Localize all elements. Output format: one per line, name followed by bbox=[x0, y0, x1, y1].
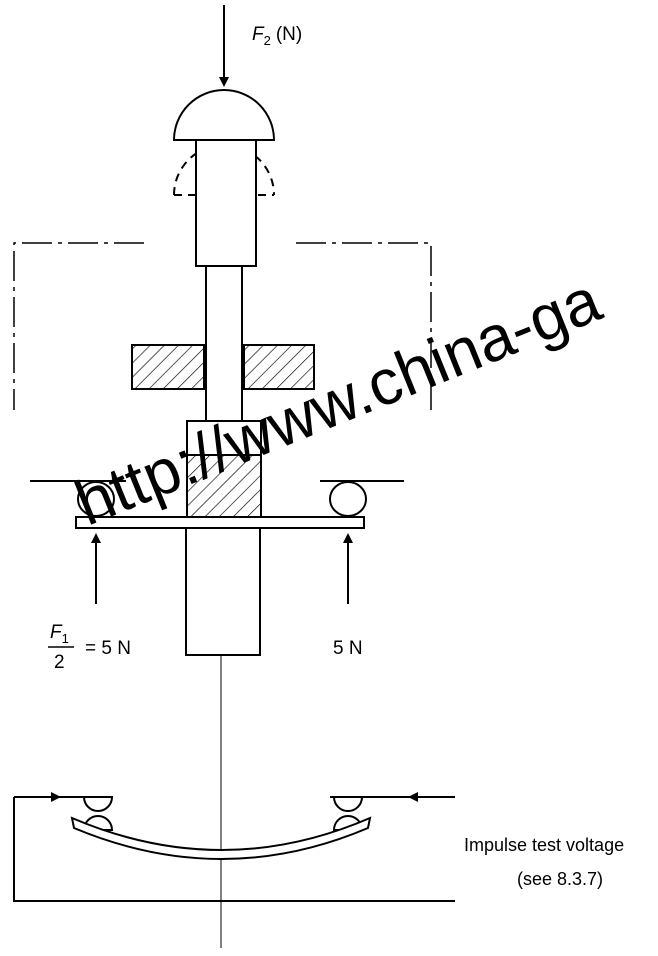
actuator-hatched-section bbox=[186, 454, 262, 522]
deflected-plate bbox=[70, 816, 372, 860]
enclosure-outline-left bbox=[13, 242, 144, 410]
support-roller-right bbox=[329, 481, 367, 517]
push-rod-upper bbox=[195, 139, 257, 267]
electrode-wire-bottom bbox=[13, 797, 455, 902]
impulse-voltage-title: Impulse test voltage bbox=[464, 835, 624, 855]
guide-block-right bbox=[243, 344, 315, 390]
f1-fraction-denominator: 2 bbox=[54, 652, 65, 673]
lower-stem bbox=[185, 527, 261, 656]
electrode-upper-right bbox=[332, 796, 364, 812]
enclosure-outline-right bbox=[296, 242, 432, 410]
f2-label: F2(N) bbox=[252, 24, 302, 48]
f1-force-value: = 5 N bbox=[85, 638, 131, 659]
electrode-upper-left bbox=[82, 796, 114, 812]
push-head bbox=[172, 89, 276, 141]
guide-block-left bbox=[131, 344, 205, 390]
impulse-voltage-reference: (see 8.3.7) bbox=[517, 869, 603, 889]
right-force-value: 5 N bbox=[333, 638, 363, 659]
f1-fraction-numerator: F1 bbox=[50, 622, 69, 646]
plunger-rod bbox=[205, 265, 243, 422]
